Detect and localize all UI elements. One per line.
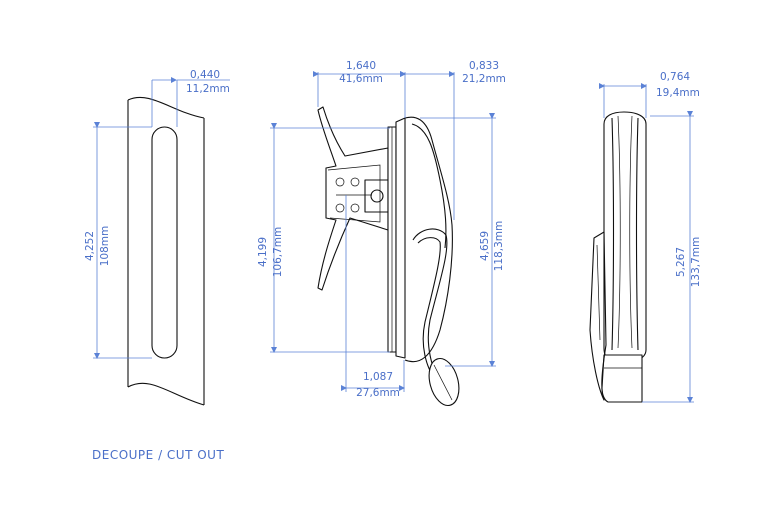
cutout-view: 0,440 11,2mm 4,252 108mm	[84, 69, 230, 406]
bottom-mm: 27,6mm	[356, 387, 400, 399]
side-depth-in: 1,640	[346, 60, 376, 72]
plate-height-in: 4,199	[257, 237, 269, 267]
cutout-height-mm: 108mm	[99, 226, 111, 267]
bottom-in: 1,087	[363, 371, 393, 383]
front-view: 0,764 19,4mm 5,267 133,7mm	[589, 71, 702, 403]
front-width-mm: 19,4mm	[656, 87, 700, 99]
front-width-in: 0,764	[660, 71, 690, 83]
handle-height-in: 4,659	[479, 231, 491, 261]
cutout-height-in: 4,252	[84, 231, 96, 261]
handle-height-mm: 118,3mm	[493, 221, 505, 272]
handle-depth-mm: 21,2mm	[462, 73, 506, 85]
drawing-caption: DECOUPE / CUT OUT	[92, 448, 224, 462]
side-view: 1,640 41,6mm 0,833 21,2mm 4,199 106,7mm …	[257, 60, 506, 407]
front-height-in: 5,267	[675, 247, 687, 277]
plate-height-mm: 106,7mm	[272, 227, 284, 278]
cutout-width-mm: 11,2mm	[186, 83, 230, 95]
front-height-mm: 133,7mm	[690, 237, 702, 288]
cutout-width-in: 0,440	[190, 69, 220, 81]
handle-depth-in: 0,833	[469, 60, 499, 72]
cutout-slot	[151, 126, 178, 359]
side-depth-mm: 41,6mm	[339, 73, 383, 85]
